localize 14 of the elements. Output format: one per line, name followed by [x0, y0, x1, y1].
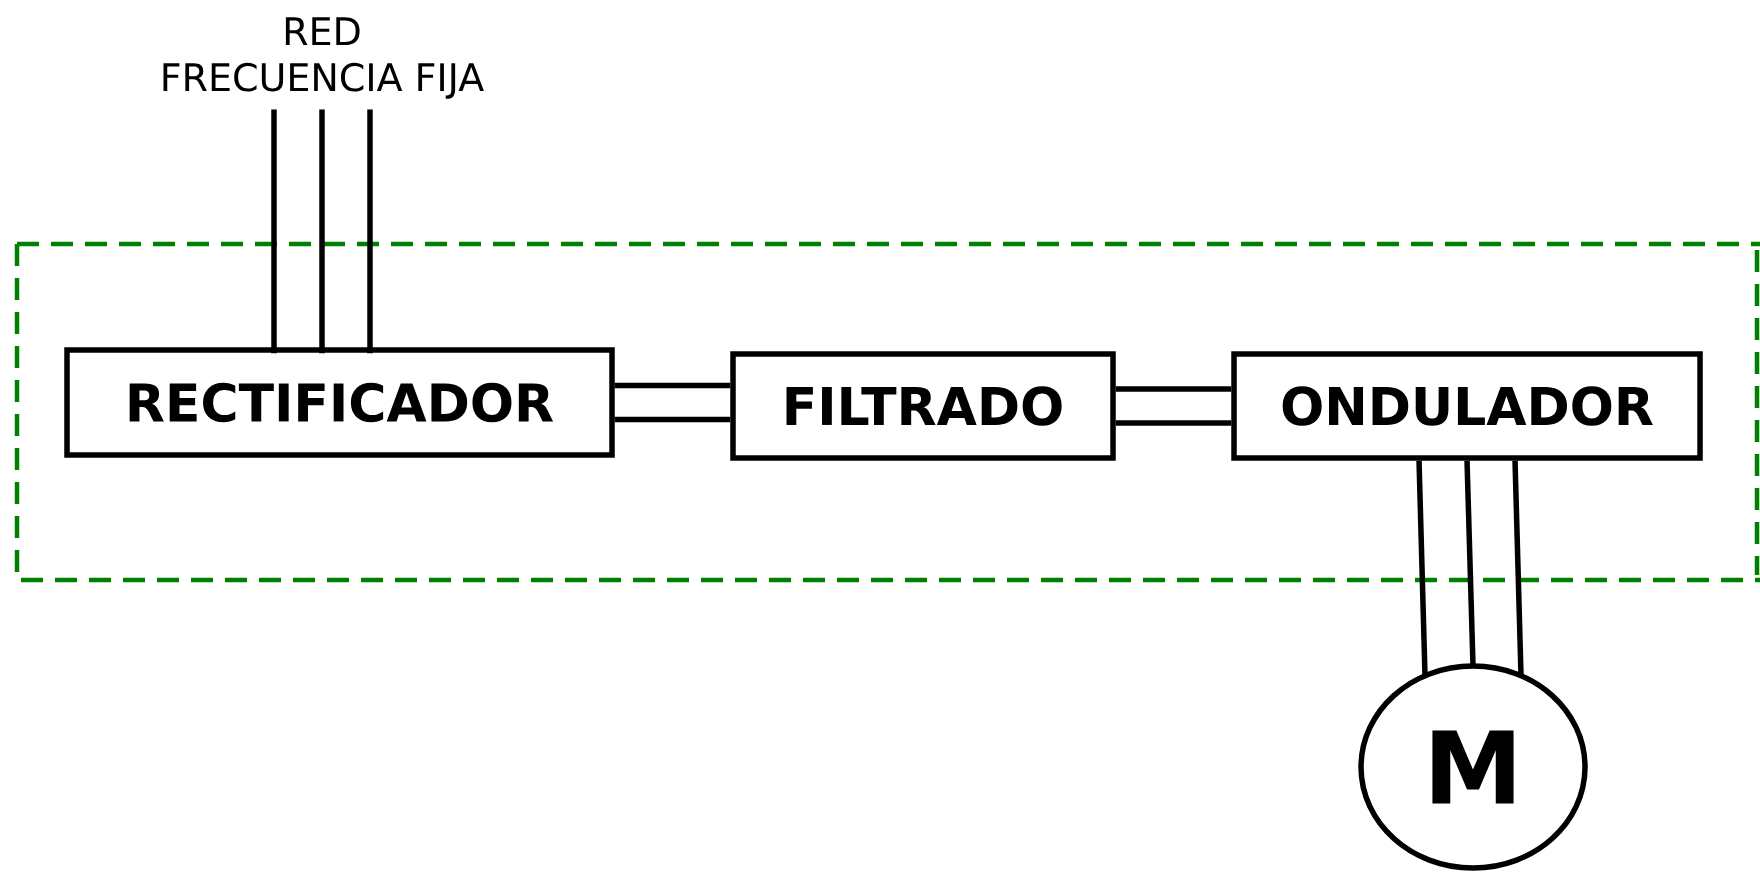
- connector-line: [1464, 460, 1476, 667]
- connector-line: [1512, 460, 1524, 676]
- connector-line: [614, 416, 731, 423]
- connector-line: [319, 109, 325, 354]
- supply-label: RED FRECUENCIA FIJA: [163, 17, 484, 99]
- block-box: RECTIFICADOR: [64, 347, 615, 458]
- connector-line: [271, 109, 277, 354]
- connector-line: [614, 382, 731, 389]
- connector-line: [1416, 460, 1428, 676]
- block-box: FILTRADO: [730, 351, 1116, 461]
- connector-line: [1115, 386, 1232, 392]
- connector-line: [367, 109, 373, 354]
- block-box: ONDULADOR: [1231, 351, 1703, 461]
- connector-line: [1115, 420, 1232, 426]
